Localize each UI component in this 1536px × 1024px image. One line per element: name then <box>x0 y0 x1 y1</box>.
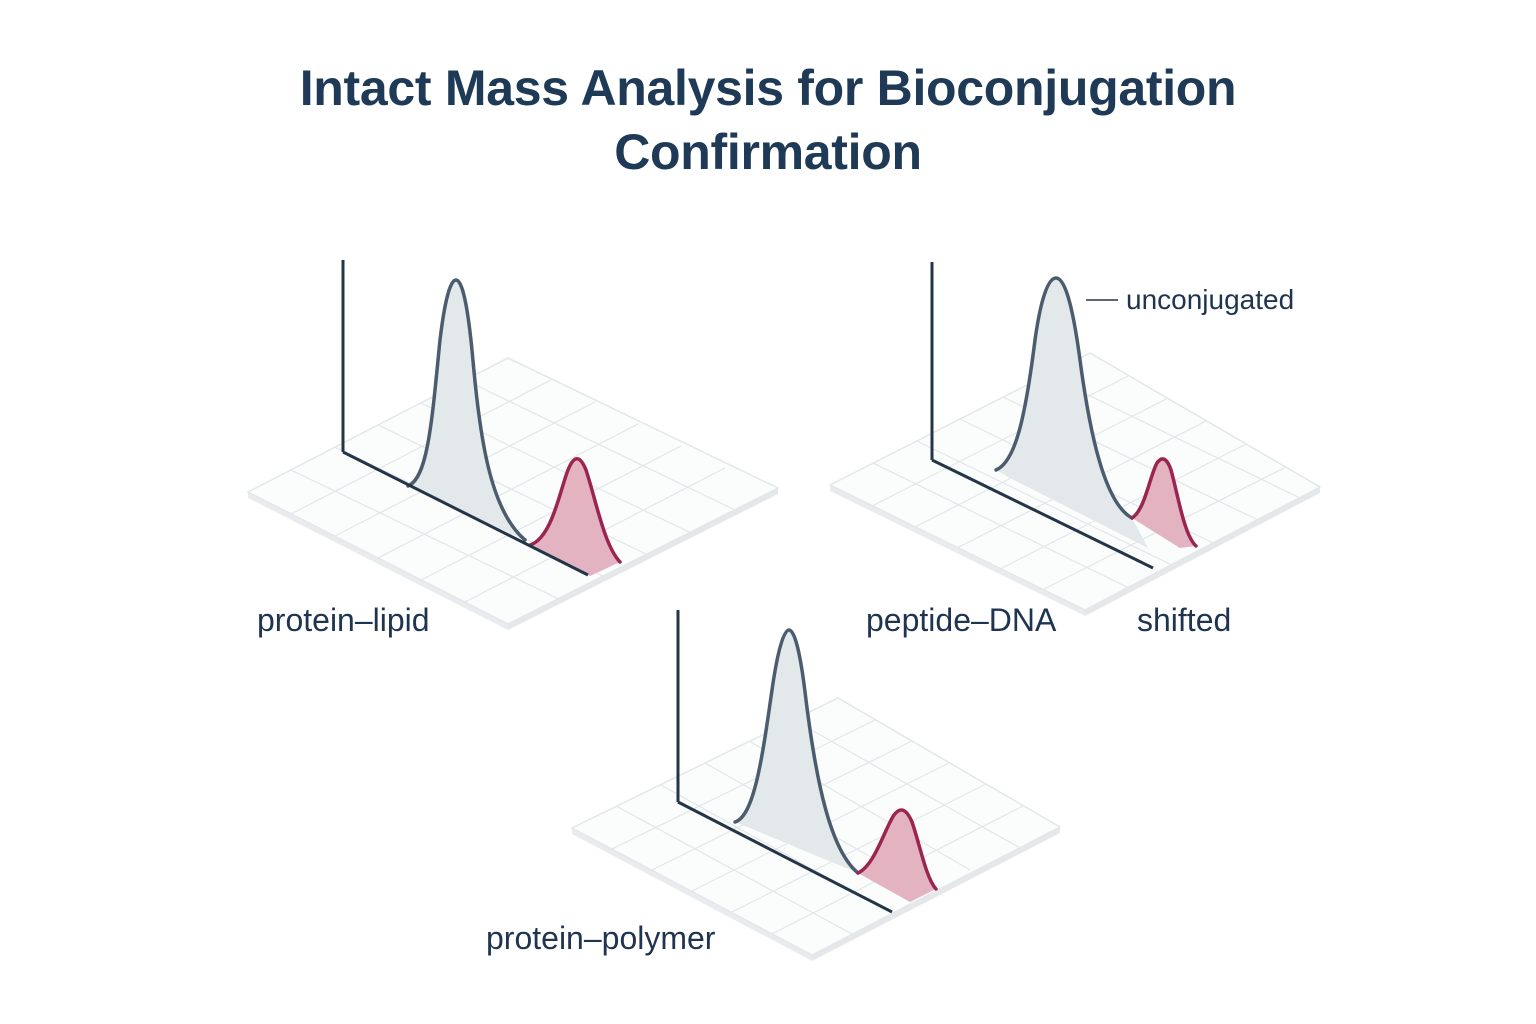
x-axis <box>677 800 893 914</box>
unconjugated-peak-fill <box>408 280 525 540</box>
panel-label-protein-lipid: protein–lipid <box>257 602 430 638</box>
plane-edge <box>812 827 1060 961</box>
unconjugated-peak-fill <box>735 630 858 873</box>
plane-edge <box>508 488 778 630</box>
shifted-peak <box>528 457 622 564</box>
x-axis <box>931 458 1154 570</box>
unconjugated-peak <box>994 276 1134 520</box>
plane-edge <box>1085 487 1320 616</box>
unconjugated-peak-fill <box>996 278 1148 548</box>
unconjugated-peak <box>733 628 860 875</box>
panel-label-protein-polymer: protein–polymer <box>486 920 716 956</box>
annotation-unconjugated: unconjugated <box>1126 284 1295 315</box>
shifted-peak <box>1130 457 1198 548</box>
title-line-1: Intact Mass Analysis for Bioconjugation <box>299 60 1237 116</box>
grid-plane <box>246 357 780 625</box>
annotation-shifted: shifted <box>1137 602 1232 638</box>
shifted-peak-fill <box>858 809 936 902</box>
grid-lines <box>611 719 1024 935</box>
panel-label-peptide-dna: peptide–DNA <box>866 602 1057 638</box>
page-title: Intact Mass Analysis for Bioconjugation … <box>0 56 1536 184</box>
plane-edge <box>572 828 812 961</box>
shifted-peak <box>856 808 938 891</box>
shifted-peak-fill <box>530 458 620 576</box>
x-axis <box>342 450 589 577</box>
plane-edge <box>248 492 508 630</box>
panel-protein-lipid <box>246 260 780 630</box>
plane-edge <box>830 485 1085 616</box>
unconjugated-peak <box>406 278 527 542</box>
panel-peptide-dna <box>828 262 1322 616</box>
shifted-peak-fill <box>1132 458 1196 548</box>
panel-protein-polymer <box>570 610 1062 961</box>
title-line-2: Confirmation <box>614 124 922 180</box>
